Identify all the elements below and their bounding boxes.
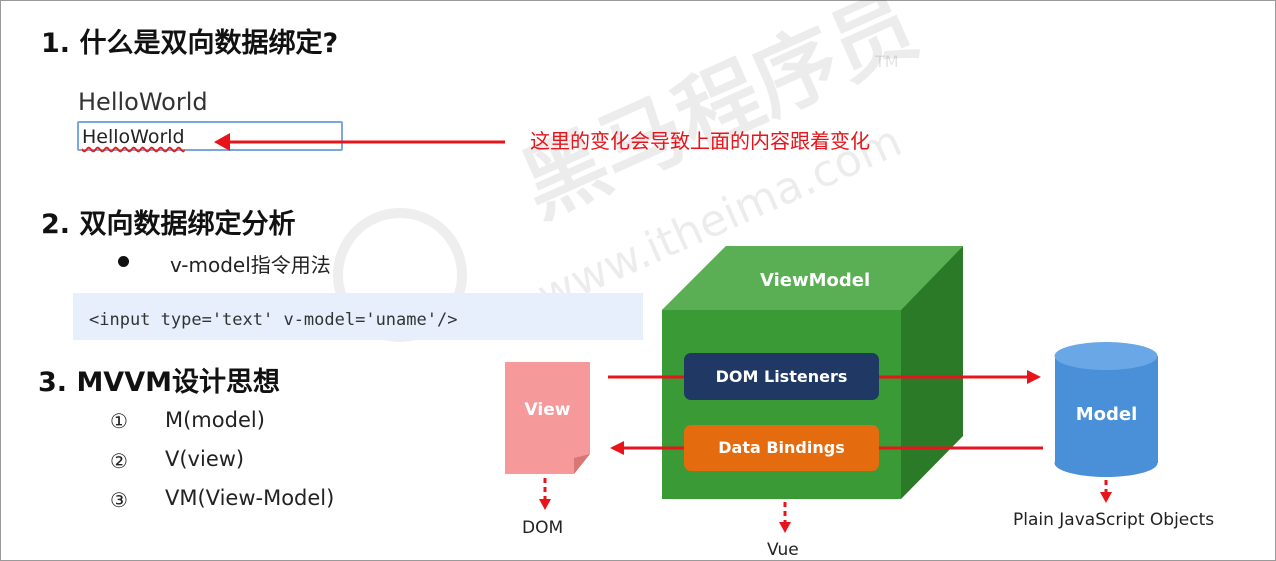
viewmodel-cube-top-edge (662, 246, 963, 310)
model-cylinder-bottom (1054, 449, 1158, 477)
mvvm-marker-2: ② (110, 449, 128, 473)
dashed-arrow-head-dom (539, 499, 551, 510)
bullet-dot-icon (118, 256, 129, 267)
bullet-text: v-model指令用法 (170, 253, 331, 277)
section2-title: 2. 双向数据绑定分析 (41, 209, 296, 240)
code-block: <input type='text' v-model='uname'/> (73, 293, 643, 340)
annotation-arrow (214, 133, 505, 151)
view-document-shape (505, 362, 590, 474)
mvvm-marker-3: ③ (110, 488, 128, 512)
view-document-fold (574, 454, 590, 474)
arrow-head-model (1027, 370, 1041, 384)
helloworld-input[interactable]: HelloWorld (77, 121, 343, 151)
data-bindings-label: Data Bindings (718, 438, 845, 457)
vue-label: Vue (767, 540, 799, 560)
helloworld-input-value: HelloWorld (82, 126, 185, 148)
model-cylinder-body (1055, 356, 1158, 463)
mvvm-item-view: V(view) (165, 447, 245, 471)
helloworld-display-text: HelloWorld (78, 88, 208, 116)
mvvm-item-model: M(model) (165, 408, 265, 432)
viewmodel-cube-side (901, 246, 963, 499)
model-cylinder-top (1054, 342, 1158, 370)
dashed-arrow-head-vue (779, 522, 791, 533)
model-label: Model (1075, 404, 1138, 425)
view-label: View (524, 400, 571, 420)
plain-js-label: Plain JavaScript Objects (1013, 510, 1215, 530)
viewmodel-label: ViewModel (760, 270, 871, 291)
arrow-head-view (610, 441, 624, 455)
mvvm-item-viewmodel: VM(View-Model) (165, 486, 335, 510)
dashed-arrow-head-plain-js (1100, 492, 1112, 503)
annotation-text: 这里的变化会导致上面的内容跟着变化 (530, 129, 870, 153)
code-snippet: <input type='text' v-model='uname'/> (89, 310, 458, 330)
dom-label: DOM (522, 518, 564, 538)
data-bindings-box (684, 425, 879, 471)
section3-title: 3. MVVM设计思想 (38, 367, 280, 398)
section1-title: 1. 什么是双向数据绑定? (41, 28, 339, 59)
dom-listeners-label: DOM Listeners (715, 367, 848, 386)
mvvm-marker-1: ① (110, 409, 128, 433)
dom-listeners-box (684, 353, 879, 400)
mvvm-diagram (505, 246, 1158, 533)
